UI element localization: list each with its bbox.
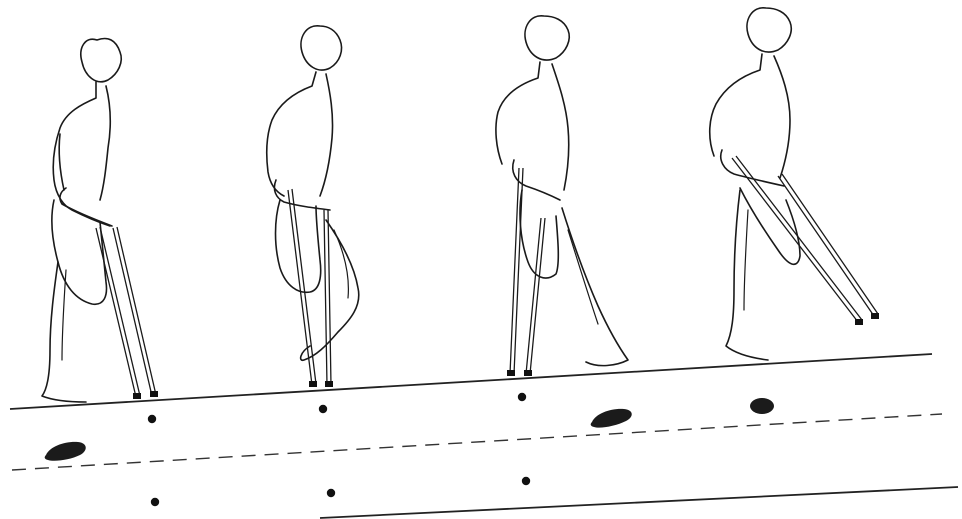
crutch-mark-dot — [522, 477, 530, 485]
figure-3 — [496, 16, 628, 376]
crutch-mark-dot — [319, 405, 327, 413]
figure-1 — [42, 39, 158, 403]
footprints — [45, 398, 774, 461]
crutch-mark-dot — [151, 498, 159, 506]
figure-2 — [267, 26, 359, 387]
crutch-tip-marks — [148, 393, 530, 506]
crutch-mark-dot — [327, 489, 335, 497]
figure-3-crutches — [507, 168, 545, 376]
footprint — [750, 398, 774, 414]
footprint — [45, 442, 86, 461]
figure-1-crutches — [96, 227, 158, 399]
crutch-mark-dot — [518, 393, 526, 401]
crutch-mark-dot — [148, 415, 156, 423]
walkway-bottom-line — [320, 487, 958, 518]
figure-4-crutches — [732, 156, 879, 325]
figure-4 — [710, 8, 879, 360]
footprint — [591, 409, 632, 428]
